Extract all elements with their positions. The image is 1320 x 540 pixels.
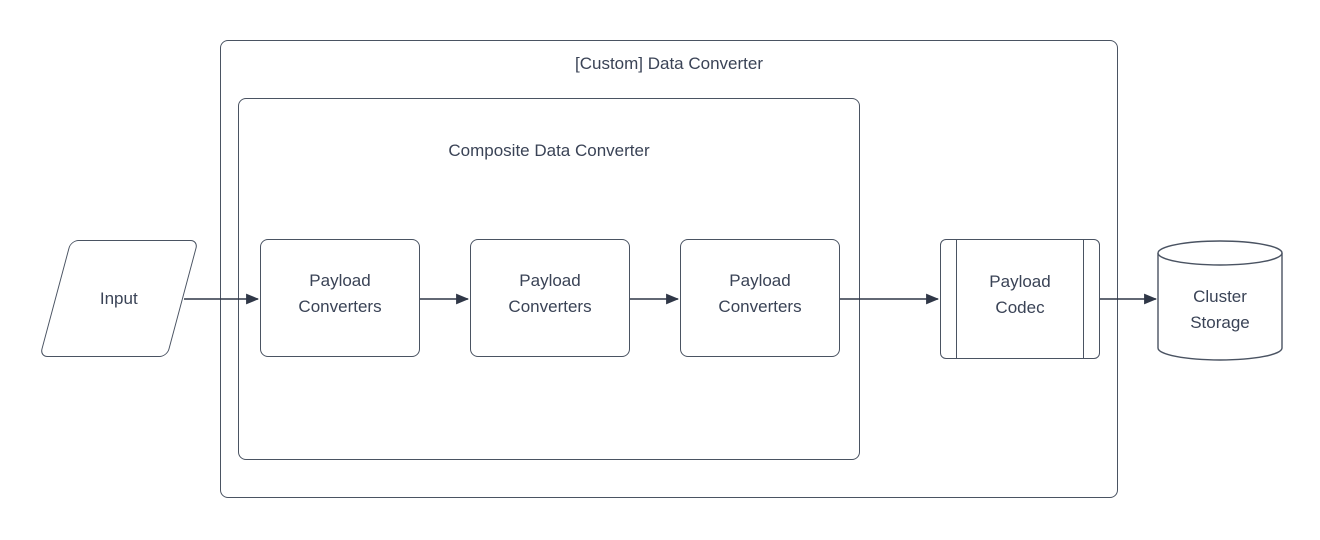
payload-converters-node-3: Payload Converters bbox=[680, 239, 840, 357]
input-node: Input bbox=[39, 240, 199, 357]
payload-converters-node-1: Payload Converters bbox=[260, 239, 420, 357]
composite-data-converter-container: Composite Data Converter bbox=[238, 98, 860, 460]
cluster-storage-label: Cluster Storage bbox=[1190, 287, 1250, 332]
input-node-label: Input bbox=[100, 288, 138, 308]
payload-codec-node: Payload Codec bbox=[940, 239, 1100, 359]
payload-converters-label-3: Payload Converters bbox=[718, 271, 802, 316]
payload-converters-label-2: Payload Converters bbox=[508, 271, 592, 316]
payload-converters-node-2: Payload Converters bbox=[470, 239, 630, 357]
payload-codec-label: Payload Codec bbox=[989, 272, 1051, 317]
payload-converters-label-1: Payload Converters bbox=[298, 271, 382, 316]
cylinder-shape bbox=[1157, 240, 1283, 361]
custom-data-converter-title: [Custom] Data Converter bbox=[574, 54, 763, 73]
cluster-storage-node: Cluster Storage bbox=[1157, 239, 1283, 363]
custom-data-converter-container: [Custom] Data Converter bbox=[220, 40, 1118, 498]
composite-data-converter-title: Composite Data Converter bbox=[448, 141, 650, 160]
